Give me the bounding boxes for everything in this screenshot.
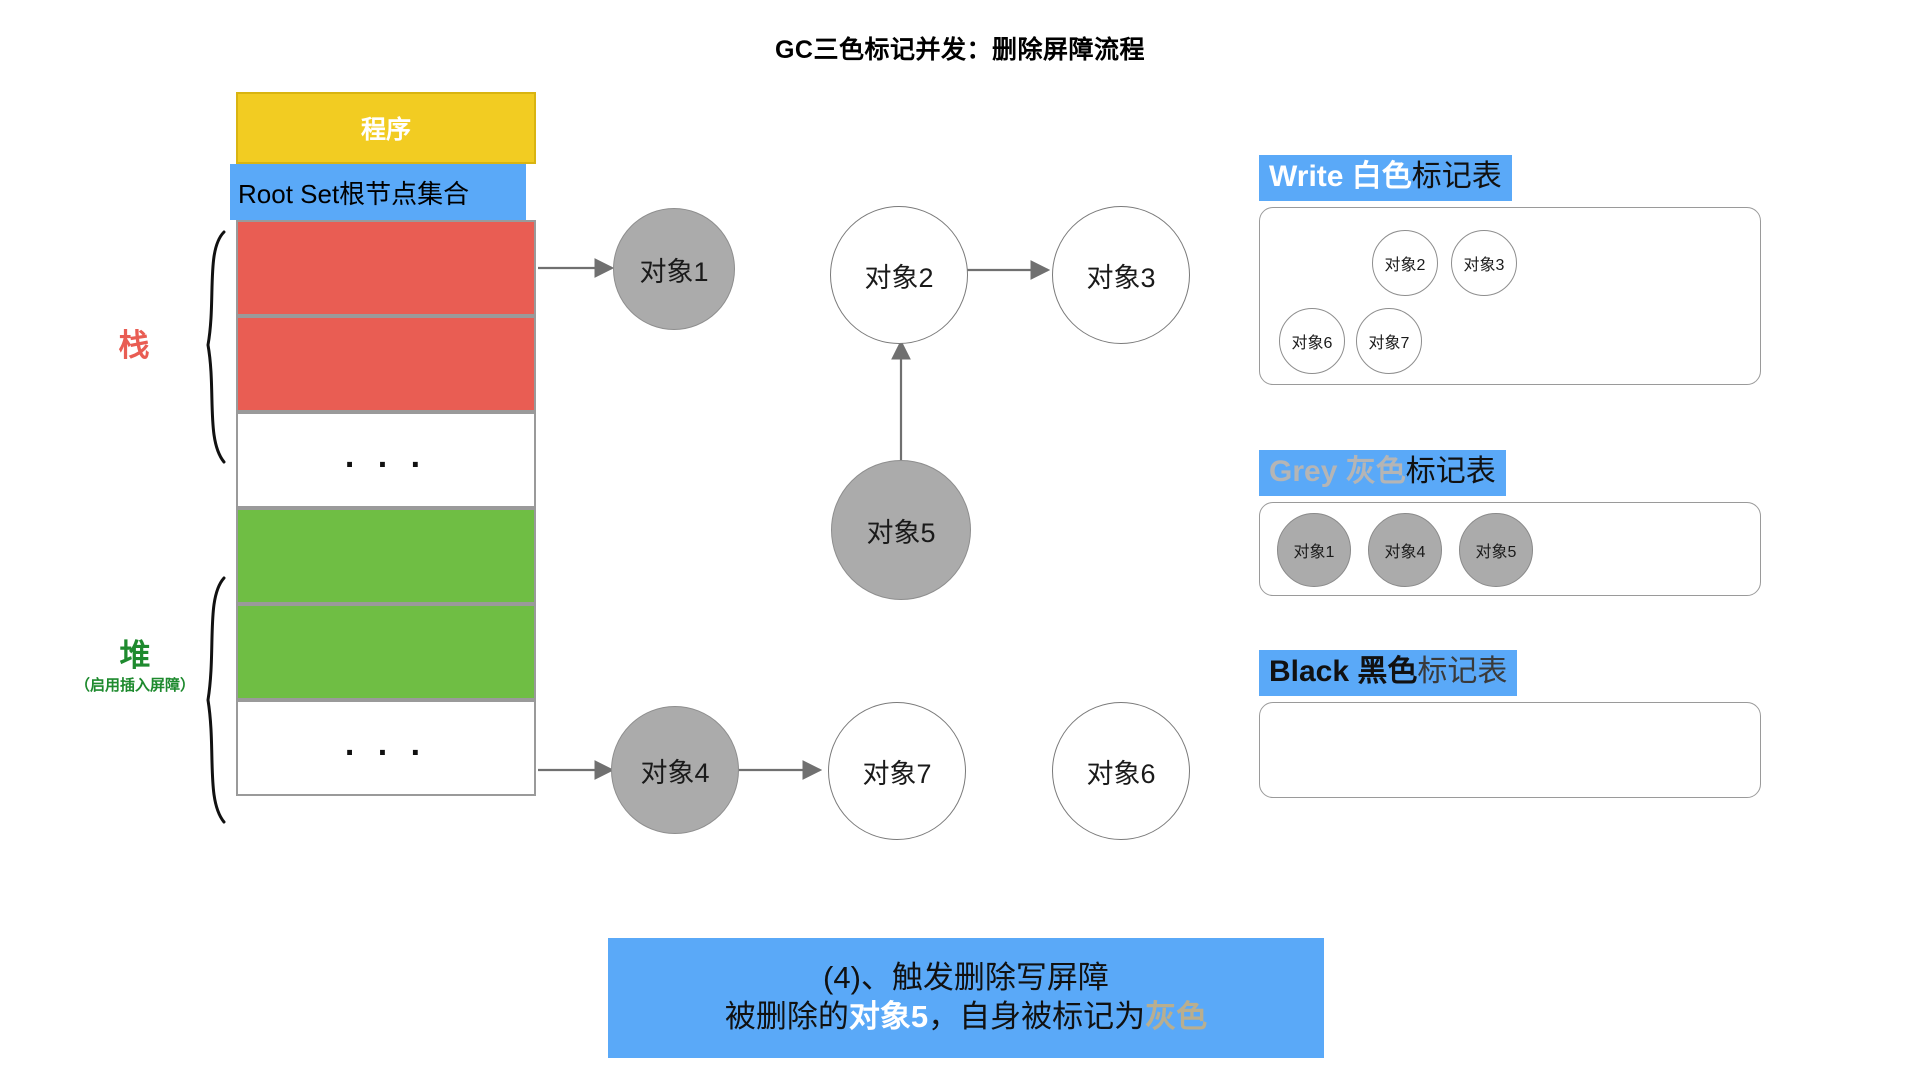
white-table-chip-obj6-label: 对象6 bbox=[1291, 335, 1333, 352]
caption-line-1: (4)、触发删除写屏障 bbox=[823, 960, 1109, 996]
memory-cell-program: 程序 bbox=[236, 92, 536, 164]
graph-node-obj3[interactable]: 对象3 bbox=[1052, 206, 1190, 344]
memory-cell-heap-slot-1 bbox=[236, 508, 536, 604]
graph-node-obj7[interactable]: 对象7 bbox=[828, 702, 966, 840]
ellipsis-stack: . . . bbox=[344, 437, 428, 475]
white-table-title-color: 白色 bbox=[1351, 160, 1412, 193]
grey-table-title-en: Grey bbox=[1269, 455, 1346, 488]
grey-table-chip-obj5[interactable]: 对象5 bbox=[1459, 513, 1533, 587]
white-table-title-tail: 标记表 bbox=[1411, 160, 1502, 193]
grey-table-chip-obj1[interactable]: 对象1 bbox=[1277, 513, 1351, 587]
heap-label-main: 堆 bbox=[119, 638, 151, 673]
graph-node-obj7-label: 对象7 bbox=[862, 758, 932, 789]
white-table-title-en: Write bbox=[1269, 160, 1352, 193]
memory-cell-stack-slot-2 bbox=[236, 316, 536, 412]
white-table-chip-obj3[interactable]: 对象3 bbox=[1451, 230, 1517, 296]
grey-mark-table-header: Grey 灰色标记表 bbox=[1259, 450, 1506, 497]
white-table-chip-obj7[interactable]: 对象7 bbox=[1356, 308, 1422, 374]
graph-node-obj1[interactable]: 对象1 bbox=[613, 208, 735, 330]
black-mark-table-header: Black 黑色标记表 bbox=[1259, 650, 1518, 697]
step-caption: (4)、触发删除写屏障 被删除的对象5，自身被标记为灰色 bbox=[608, 938, 1324, 1058]
stack-label: 栈 bbox=[84, 328, 184, 363]
black-mark-table: Black 黑色标记表 bbox=[1259, 650, 1769, 810]
graph-node-obj4[interactable]: 对象4 bbox=[611, 706, 739, 834]
memory-cell-rootset: Root Set根节点集合 bbox=[230, 164, 526, 220]
black-mark-table-box bbox=[1259, 702, 1761, 798]
white-table-chip-obj3-label: 对象3 bbox=[1463, 257, 1505, 274]
white-mark-table: Write 白色标记表 对象2 对象3 对象6 对象7 bbox=[1259, 155, 1769, 405]
grey-table-chip-obj5-label: 对象5 bbox=[1475, 544, 1517, 561]
white-table-chip-obj6[interactable]: 对象6 bbox=[1279, 308, 1345, 374]
black-table-title-en: Black bbox=[1269, 655, 1358, 688]
grey-table-title-tail: 标记表 bbox=[1405, 455, 1496, 488]
black-table-title-tail: 标记表 bbox=[1417, 655, 1508, 688]
caption-line2-object: 对象5 bbox=[848, 999, 929, 1034]
program-label: 程序 bbox=[360, 116, 411, 144]
heap-label-sub: （启用插入屏障） bbox=[74, 676, 195, 694]
memory-cell-heap-ellipsis: . . . bbox=[236, 700, 536, 796]
white-mark-table-header: Write 白色标记表 bbox=[1259, 155, 1512, 202]
caption-line2-color-word: 灰色 bbox=[1145, 999, 1208, 1034]
graph-node-obj6-label: 对象6 bbox=[1086, 758, 1156, 789]
white-table-chip-obj2[interactable]: 对象2 bbox=[1372, 230, 1438, 296]
page-title: GC三色标记并发：删除屏障流程 bbox=[774, 36, 1145, 64]
graph-node-obj6[interactable]: 对象6 bbox=[1052, 702, 1190, 840]
graph-node-obj5-label: 对象5 bbox=[866, 517, 936, 548]
memory-cell-heap-slot-2 bbox=[236, 604, 536, 700]
white-table-chip-obj7-label: 对象7 bbox=[1368, 335, 1410, 352]
grey-table-chip-obj4-label: 对象4 bbox=[1384, 544, 1426, 561]
memory-cell-stack-slot-1 bbox=[236, 220, 536, 316]
graph-node-obj3-label: 对象3 bbox=[1086, 262, 1156, 293]
white-table-chip-obj2-label: 对象2 bbox=[1384, 257, 1426, 274]
grey-table-chip-obj4[interactable]: 对象4 bbox=[1368, 513, 1442, 587]
ellipsis-heap: . . . bbox=[344, 725, 428, 763]
heap-label: 堆 （启用插入屏障） bbox=[40, 638, 230, 695]
grey-table-title-color: 灰色 bbox=[1345, 455, 1406, 488]
white-mark-table-box: 对象2 对象3 对象6 对象7 bbox=[1259, 207, 1761, 385]
caption-line-2: 被删除的对象5，自身被标记为灰色 bbox=[725, 998, 1207, 1037]
rootset-label: Root Set根节点集合 bbox=[238, 178, 470, 209]
grey-table-chip-obj1-label: 对象1 bbox=[1293, 544, 1335, 561]
graph-node-obj5[interactable]: 对象5 bbox=[831, 460, 971, 600]
graph-node-obj4-label: 对象4 bbox=[640, 757, 710, 788]
caption-line2-part-c: ，自身被标记为 bbox=[928, 999, 1146, 1034]
caption-line2-part-a: 被删除的 bbox=[724, 999, 849, 1034]
graph-node-obj2-label: 对象2 bbox=[864, 262, 934, 293]
grey-mark-table: Grey 灰色标记表 对象1 对象4 对象5 bbox=[1259, 450, 1769, 600]
memory-cell-stack-ellipsis: . . . bbox=[236, 412, 536, 508]
black-table-title-color: 黑色 bbox=[1357, 655, 1418, 688]
memory-column: 程序 Root Set根节点集合 . . . . . . bbox=[230, 92, 536, 796]
grey-mark-table-box: 对象1 对象4 对象5 bbox=[1259, 502, 1761, 596]
graph-node-obj1-label: 对象1 bbox=[639, 256, 709, 287]
graph-node-obj2[interactable]: 对象2 bbox=[830, 206, 968, 344]
stack-label-main: 栈 bbox=[118, 328, 150, 363]
